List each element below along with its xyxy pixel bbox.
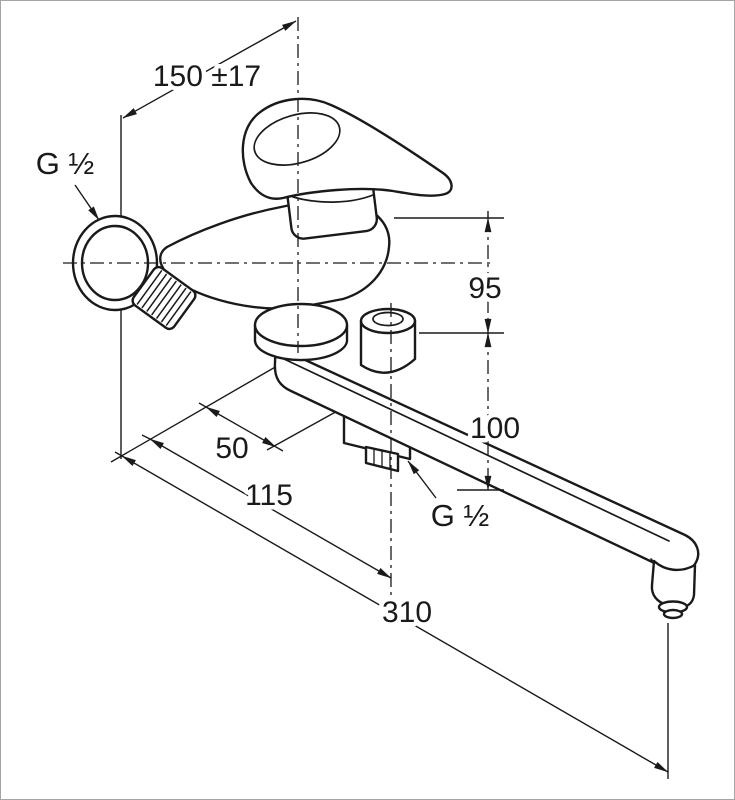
knurled-nut: [131, 265, 197, 331]
label-height-lower: 100: [470, 412, 520, 445]
label-height-upper: 95: [468, 272, 501, 305]
spout-arm-outline: [273, 345, 700, 574]
leader-thread-bottom: [407, 460, 437, 499]
aerator-tip: [662, 608, 684, 620]
label-projection: 150 ±17: [153, 60, 261, 93]
dim-line-150: [122, 20, 297, 119]
diverter-dome: [372, 311, 404, 327]
spout-pivot-base: [253, 302, 349, 362]
handle-base-line: [292, 194, 374, 203]
leader-thread-top: [74, 184, 100, 221]
lever-handle: [241, 97, 453, 203]
handle-outline: [241, 97, 453, 200]
swivel-spout-arm: [273, 345, 700, 574]
label-offset-pivot: 50: [215, 432, 248, 465]
dim-line-310: [121, 455, 669, 773]
dim-50-tail-right: [275, 446, 284, 452]
nut-knurling: [136, 269, 192, 327]
label-thread-top: G ½: [36, 146, 95, 181]
label-thread-bottom: G ½: [431, 498, 490, 533]
body-axis-extension-line: [110, 361, 285, 463]
spout-outlet: [650, 559, 697, 620]
diverter-knob: [359, 307, 417, 374]
dimension-lines: [74, 20, 669, 779]
label-offset-diverter: 115: [245, 479, 293, 512]
pivot-top: [253, 302, 349, 348]
dimension-labels: 150 ±17 G ½ 95 100 50 115 G ½ 310: [31, 56, 524, 634]
label-spout-reach: 310: [382, 596, 432, 629]
dim-310-tail: [114, 451, 123, 457]
diverter-side: [359, 319, 417, 374]
faucet-drawing: [71, 97, 700, 620]
diverter-top: [359, 307, 417, 335]
dim-50-tail-left: [198, 402, 207, 408]
dim-115-tail: [141, 434, 151, 440]
